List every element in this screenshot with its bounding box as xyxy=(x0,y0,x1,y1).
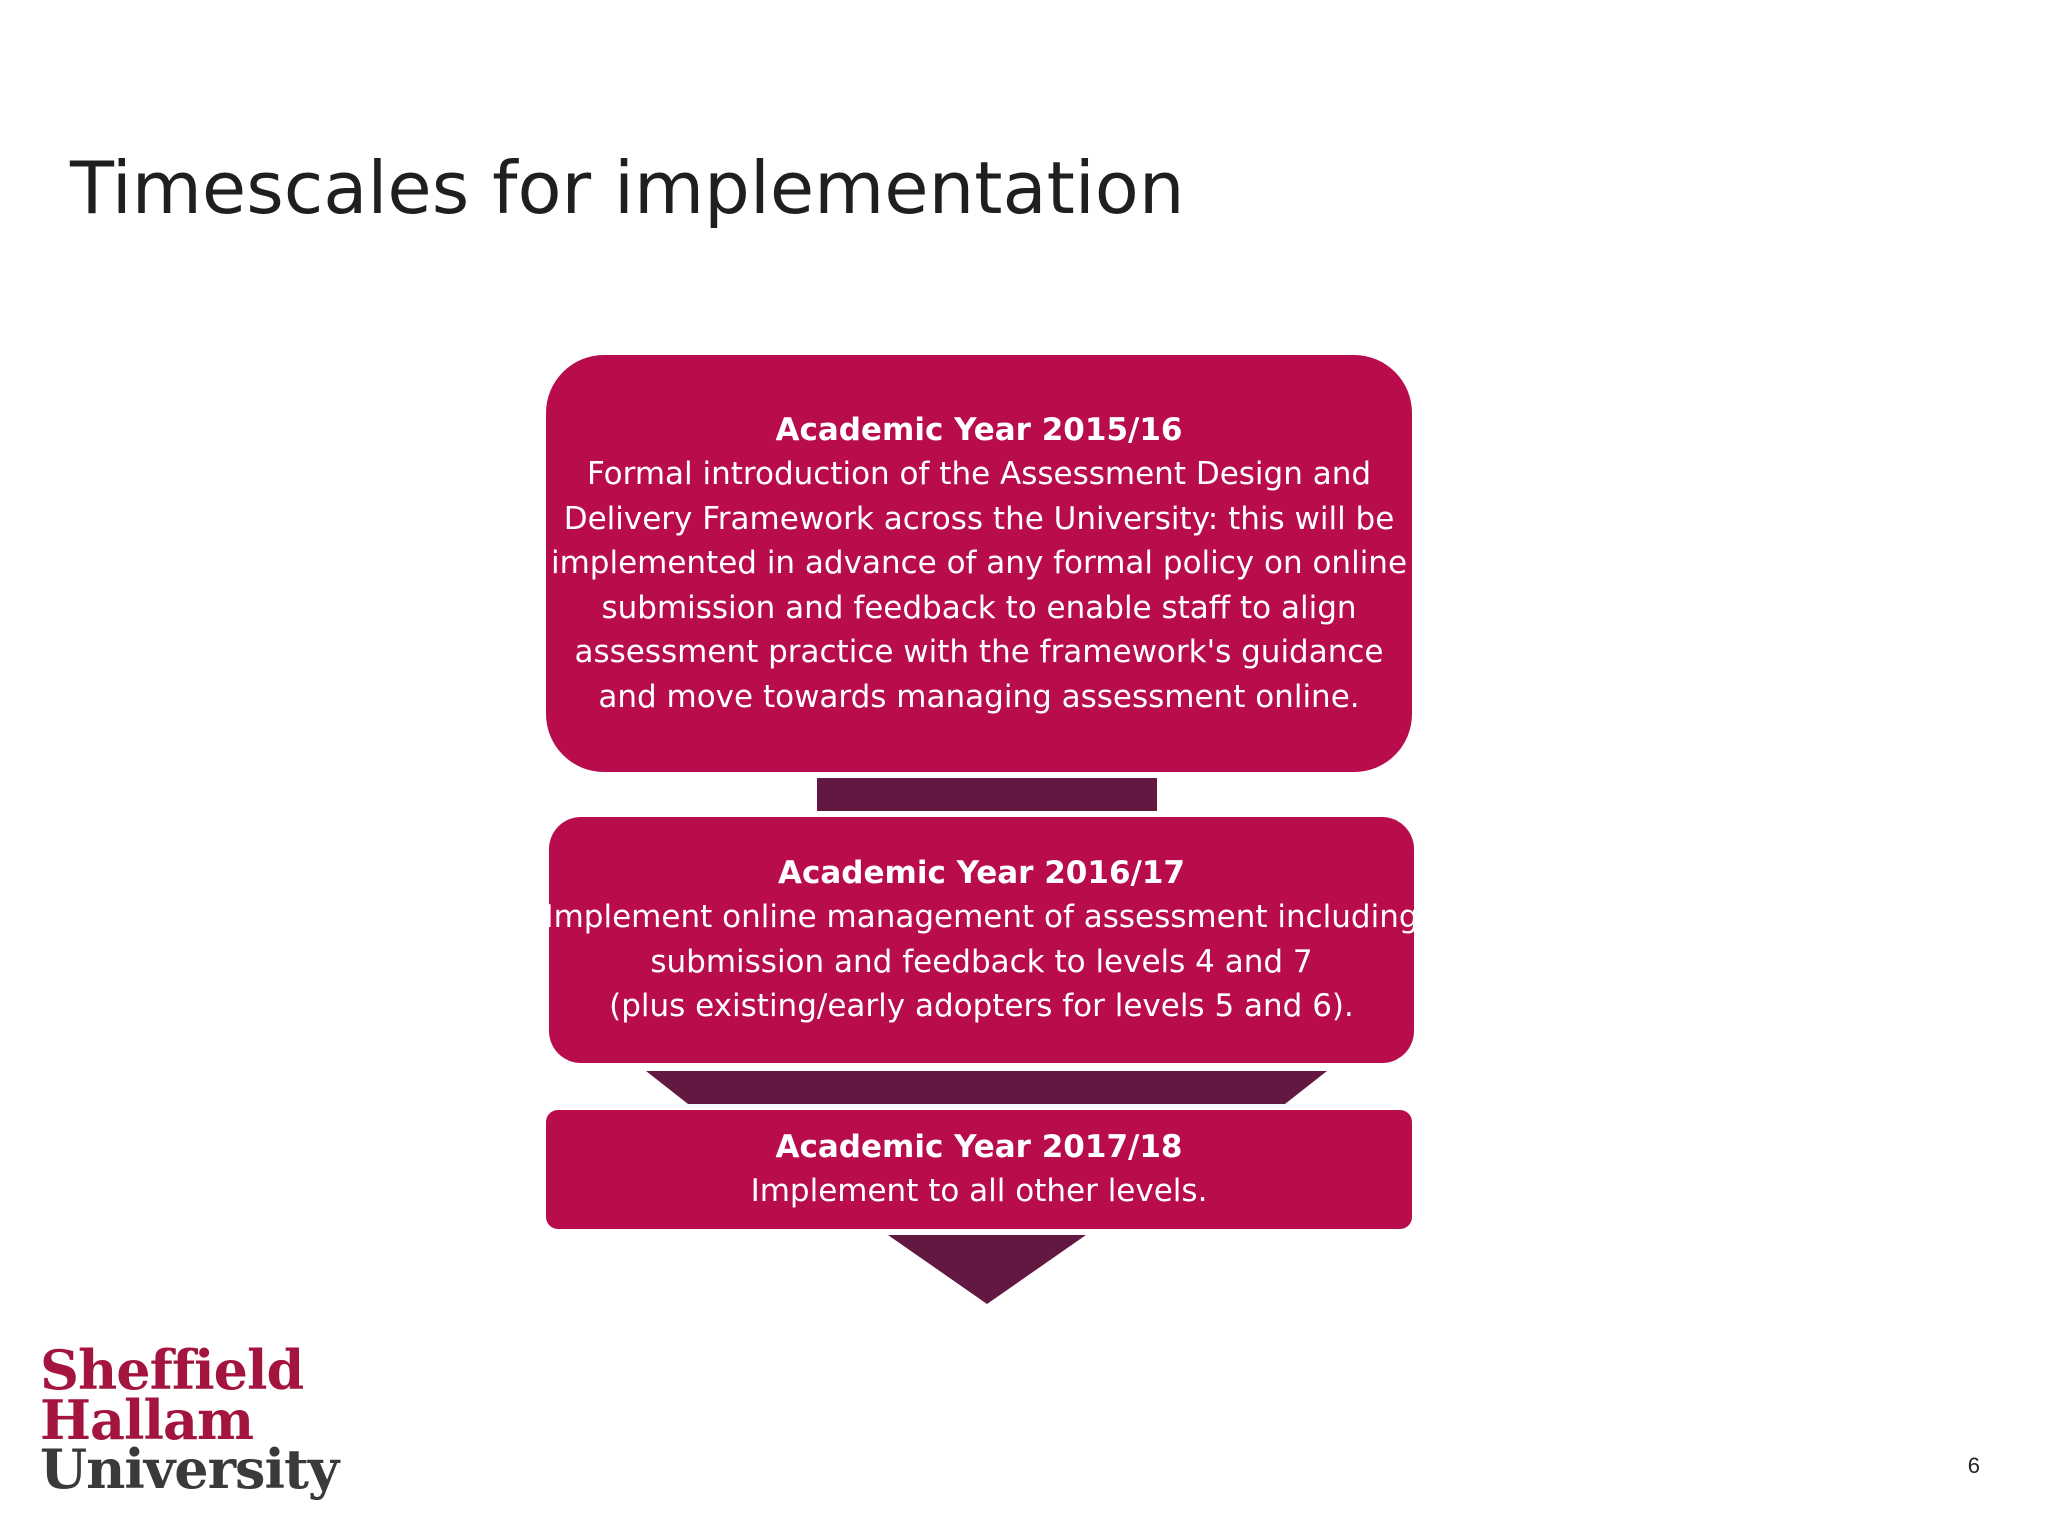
step-text-line: assessment practice with the framework's… xyxy=(574,634,1384,670)
step-box-2017-18: Academic Year 2017/18 Implement to all o… xyxy=(546,1110,1412,1229)
step-text-line: submission and feedback to levels 4 and … xyxy=(650,943,1313,980)
step-text-line: (plus existing/early adopters for levels… xyxy=(609,988,1354,1025)
step-text-line: Formal introduction of the Assessment De… xyxy=(586,456,1372,492)
logo-text-sheffield: Sheffield xyxy=(40,1338,304,1402)
page-number: 6 xyxy=(1967,1453,1980,1478)
connector-step2-to-step3 xyxy=(646,1071,1327,1104)
connector-step1-to-step2 xyxy=(817,778,1157,811)
step-box-2016-17: Academic Year 2016/17 Implement online m… xyxy=(544,817,1419,1063)
slide-title: Timescales for implementation xyxy=(70,146,1185,230)
step-text-line: Delivery Framework across the University… xyxy=(563,500,1395,537)
arrow-head-down xyxy=(888,1235,1086,1304)
step-text-line: Implement online management of assessmen… xyxy=(544,899,1419,936)
step-heading: Academic Year 2015/16 xyxy=(775,412,1183,448)
step-box-2015-16: Academic Year 2015/16 Formal introductio… xyxy=(546,355,1412,772)
step-text-line: implemented in advance of any formal pol… xyxy=(550,545,1408,581)
step-heading: Academic Year 2017/18 xyxy=(775,1129,1183,1166)
university-logo: Sheffield Hallam University xyxy=(40,1338,339,1502)
step-heading: Academic Year 2016/17 xyxy=(778,855,1185,892)
step-text-line: Implement to all other levels. xyxy=(750,1173,1208,1210)
logo-text-university: University xyxy=(40,1437,339,1502)
step-text-line: submission and feedback to enable staff … xyxy=(601,589,1357,626)
logo-text-hallam: Hallam xyxy=(40,1387,254,1452)
step-text-line: and move towards managing assessment onl… xyxy=(598,678,1360,715)
